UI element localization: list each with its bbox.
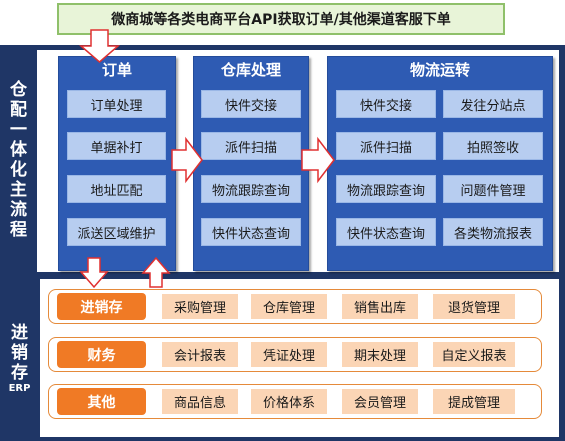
down-arrow-icon	[79, 257, 109, 289]
erp-label: 进 销 存	[11, 322, 28, 383]
erp-item: 采购管理	[162, 294, 238, 319]
erp-item: 提成管理	[433, 389, 515, 414]
logistics-item: 快件交接	[336, 90, 436, 118]
logistics-item: 发往分站点	[443, 90, 543, 118]
logistics-item: 拍照签收	[443, 132, 543, 160]
erp-item: 价格体系	[251, 389, 327, 414]
warehouse-item: 派件扫描	[201, 132, 301, 160]
logistics-item: 问题件管理	[443, 175, 543, 203]
warehouse-column-title: 仓库处理	[220, 60, 281, 79]
erp-item: 会员管理	[342, 389, 418, 414]
erp-row-head: 进销存	[57, 293, 146, 320]
warehouse-flow-label: 仓 配 一 体 化 主 流 程	[10, 80, 27, 240]
order-item: 单据补打	[67, 132, 166, 160]
up-arrow-icon	[141, 256, 171, 288]
erp-item: 自定义报表	[433, 342, 515, 367]
order-item: 订单处理	[67, 90, 166, 118]
erp-item: 期末处理	[342, 342, 418, 367]
erp-item: 商品信息	[162, 389, 238, 414]
down-arrow-icon	[78, 29, 121, 63]
logistics-column-title: 物流运转	[409, 60, 470, 79]
warehouse-item: 快件状态查询	[201, 218, 301, 246]
warehouse-item: 物流跟踪查询	[201, 175, 301, 203]
order-item: 派送区域维护	[67, 218, 166, 246]
erp-row-head: 其他	[57, 388, 146, 415]
erp-side-panel: 进 销 存 ERP	[4, 279, 35, 437]
logistics-item: 各类物流报表	[443, 218, 543, 246]
erp-item: 销售出库	[342, 294, 418, 319]
erp-item: 凭证处理	[251, 342, 327, 367]
logistics-item: 物流跟踪查询	[336, 175, 436, 203]
order-item: 地址匹配	[67, 175, 166, 203]
erp-item: 会计报表	[162, 342, 238, 367]
warehouse-side-panel: 仓 配 一 体 化 主 流 程	[4, 50, 33, 270]
right-arrow-icon	[171, 136, 203, 184]
erp-item: 仓库管理	[251, 294, 327, 319]
source-banner: 微商城等各类电商平台API获取订单/其他渠道客服下单	[57, 3, 505, 35]
warehouse-item: 快件交接	[201, 90, 301, 118]
logistics-item: 快件状态查询	[336, 218, 436, 246]
right-arrow-icon	[301, 136, 335, 184]
erp-label-en: ERP	[8, 382, 31, 394]
logistics-item: 派件扫描	[336, 132, 436, 160]
erp-item: 退货管理	[433, 294, 515, 319]
banner-text: 微商城等各类电商平台API获取订单/其他渠道客服下单	[111, 12, 451, 28]
order-column-title: 订单	[101, 60, 132, 79]
erp-row-head: 财务	[57, 341, 146, 368]
